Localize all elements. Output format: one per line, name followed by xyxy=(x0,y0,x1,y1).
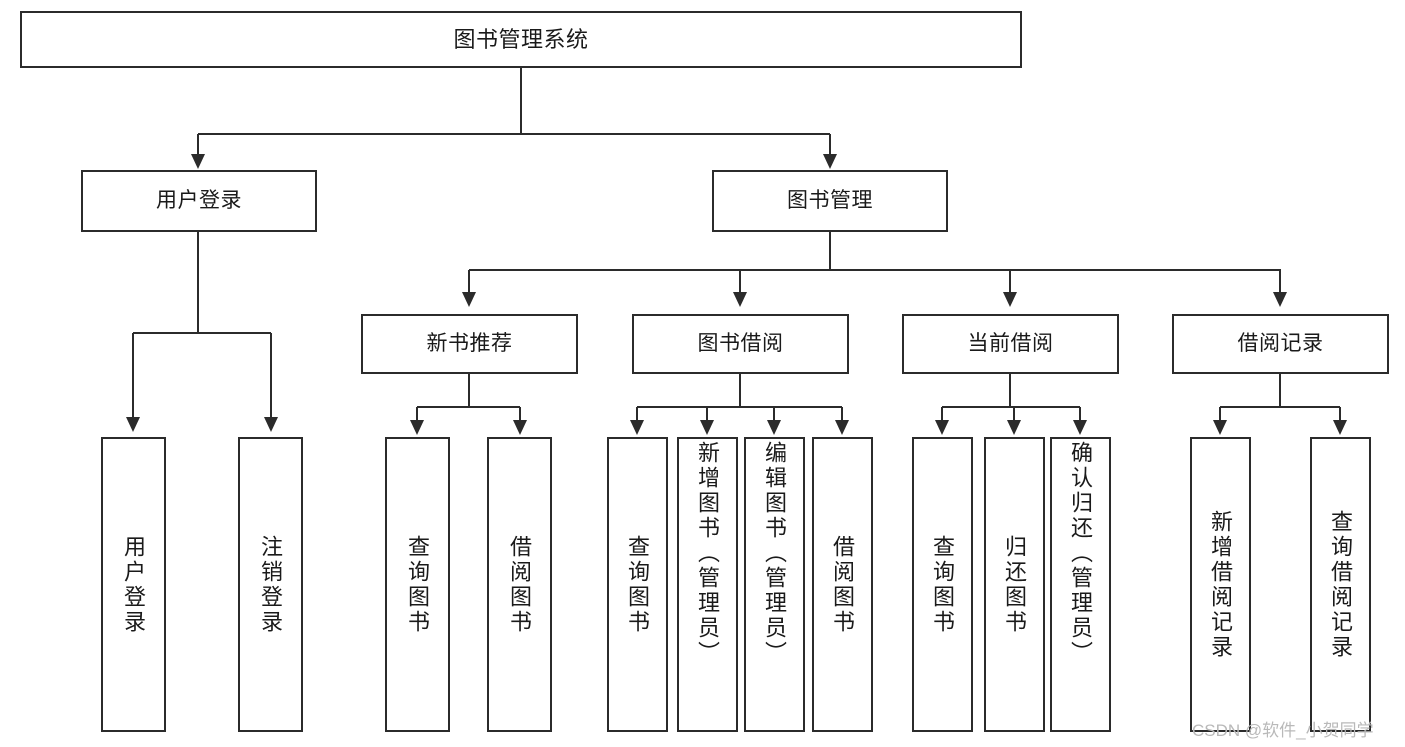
connector-level3-stem xyxy=(829,232,831,270)
connector-login-stem xyxy=(197,232,199,333)
connector-login-bus xyxy=(133,332,271,334)
arrowhead-icon-group-1-2 xyxy=(767,420,781,435)
node-leaf-10-label: 确认归还（管理员） xyxy=(1068,441,1094,666)
connector-group-stem-2 xyxy=(1009,374,1011,407)
node-leaf-4-label: 查询图书 xyxy=(625,534,651,635)
connector-root-stem xyxy=(520,68,522,134)
connector-level3-drop-2 xyxy=(1009,270,1011,292)
node-root[interactable]: 图书管理系统 xyxy=(20,11,1022,68)
connector-group-drop-0-1 xyxy=(519,407,521,420)
connector-group-drop-1-2 xyxy=(773,407,775,420)
node-leaf-8[interactable]: 查询图书 xyxy=(912,437,973,732)
node-level3-2[interactable]: 当前借阅 xyxy=(902,314,1119,374)
node-leaf-0-label: 用户登录 xyxy=(121,534,147,635)
connector-group-drop-1-3 xyxy=(841,407,843,420)
node-leaf-7[interactable]: 借阅图书 xyxy=(812,437,873,732)
node-leaf-11-label: 新增借阅记录 xyxy=(1208,509,1234,660)
node-leaf-3-label: 借阅图书 xyxy=(507,534,533,635)
node-leaf-2[interactable]: 查询图书 xyxy=(385,437,450,732)
arrowhead-icon-group-2-2 xyxy=(1073,420,1087,435)
node-level3-1-label: 图书借阅 xyxy=(697,331,784,355)
arrowhead-icon-group-0-0 xyxy=(410,420,424,435)
connector-group-drop-2-2 xyxy=(1079,407,1081,420)
connector-level3-drop-0 xyxy=(468,270,470,292)
node-level3-1[interactable]: 图书借阅 xyxy=(632,314,849,374)
connector-login-drop-1 xyxy=(270,333,272,417)
node-level3-2-label: 当前借阅 xyxy=(967,331,1054,355)
connector-group-bus-2 xyxy=(942,406,1080,408)
node-leaf-12-label: 查询借阅记录 xyxy=(1328,509,1354,660)
connector-group-drop-2-0 xyxy=(941,407,943,420)
arrowhead-icon-level3-1 xyxy=(733,292,747,307)
connector-group-drop-1-0 xyxy=(636,407,638,420)
arrowhead-icon-login-0 xyxy=(126,417,140,432)
node-leaf-12[interactable]: 查询借阅记录 xyxy=(1310,437,1371,732)
connector-group-bus-0 xyxy=(417,406,520,408)
connector-group-drop-0-0 xyxy=(416,407,418,420)
connector-group-stem-3 xyxy=(1279,374,1281,407)
arrowhead-icon-group-1-1 xyxy=(700,420,714,435)
node-level2-1-label: 图书管理 xyxy=(787,188,873,212)
connector-group-drop-3-0 xyxy=(1219,407,1221,420)
node-leaf-3[interactable]: 借阅图书 xyxy=(487,437,552,732)
arrowhead-icon-level3-3 xyxy=(1273,292,1287,307)
connector-group-stem-0 xyxy=(468,374,470,407)
arrowhead-icon-group-2-1 xyxy=(1007,420,1021,435)
node-leaf-4[interactable]: 查询图书 xyxy=(607,437,668,732)
node-level2-0[interactable]: 用户登录 xyxy=(81,170,317,232)
node-leaf-1-label: 注销登录 xyxy=(258,534,284,635)
node-level3-0[interactable]: 新书推荐 xyxy=(361,314,578,374)
node-leaf-1[interactable]: 注销登录 xyxy=(238,437,303,732)
arrowhead-icon-group-1-3 xyxy=(835,420,849,435)
arrowhead-icon-group-1-0 xyxy=(630,420,644,435)
connector-login-drop-0 xyxy=(132,333,134,417)
watermark-text: CSDN @软件_小贺同学 xyxy=(1192,721,1374,740)
node-leaf-6-label: 编辑图书（管理员） xyxy=(762,441,788,666)
node-leaf-5-label: 新增图书（管理员） xyxy=(695,441,721,666)
connector-group-drop-3-1 xyxy=(1339,407,1341,420)
arrowhead-icon-level3-0 xyxy=(462,292,476,307)
node-leaf-6[interactable]: 编辑图书（管理员） xyxy=(744,437,805,732)
connector-group-drop-2-1 xyxy=(1013,407,1015,420)
node-level2-0-label: 用户登录 xyxy=(156,188,242,212)
connector-level3-drop-3 xyxy=(1279,270,1281,292)
node-leaf-9[interactable]: 归还图书 xyxy=(984,437,1045,732)
node-leaf-7-label: 借阅图书 xyxy=(830,534,856,635)
node-leaf-9-label: 归还图书 xyxy=(1002,534,1028,635)
arrowhead-icon-login-1 xyxy=(264,417,278,432)
arrowhead-icon-group-0-1 xyxy=(513,420,527,435)
arrowhead-icon-group-3-0 xyxy=(1213,420,1227,435)
connector-group-drop-1-1 xyxy=(706,407,708,420)
node-leaf-5[interactable]: 新增图书（管理员） xyxy=(677,437,738,732)
node-level3-3[interactable]: 借阅记录 xyxy=(1172,314,1389,374)
node-leaf-2-label: 查询图书 xyxy=(405,534,431,635)
node-leaf-8-label: 查询图书 xyxy=(930,534,956,635)
connector-group-stem-1 xyxy=(739,374,741,407)
connector-level2-bus xyxy=(198,133,830,135)
connector-level2-drop-0 xyxy=(197,134,199,154)
connector-level2-drop-1 xyxy=(829,134,831,154)
connector-level3-bus xyxy=(469,269,1281,271)
connector-group-bus-3 xyxy=(1220,406,1340,408)
node-level2-1[interactable]: 图书管理 xyxy=(712,170,948,232)
arrowhead-icon-level2-0 xyxy=(191,154,205,169)
arrowhead-icon-group-3-1 xyxy=(1333,420,1347,435)
node-root-label: 图书管理系统 xyxy=(453,26,589,52)
arrowhead-icon-group-2-0 xyxy=(935,420,949,435)
node-leaf-11[interactable]: 新增借阅记录 xyxy=(1190,437,1251,732)
connector-level3-drop-1 xyxy=(739,270,741,292)
arrowhead-icon-level3-2 xyxy=(1003,292,1017,307)
node-level3-3-label: 借阅记录 xyxy=(1237,331,1324,355)
node-leaf-10[interactable]: 确认归还（管理员） xyxy=(1050,437,1111,732)
node-level3-0-label: 新书推荐 xyxy=(426,331,513,355)
node-leaf-0[interactable]: 用户登录 xyxy=(101,437,166,732)
arrowhead-icon-level2-1 xyxy=(823,154,837,169)
connector-group-bus-1 xyxy=(637,406,842,408)
